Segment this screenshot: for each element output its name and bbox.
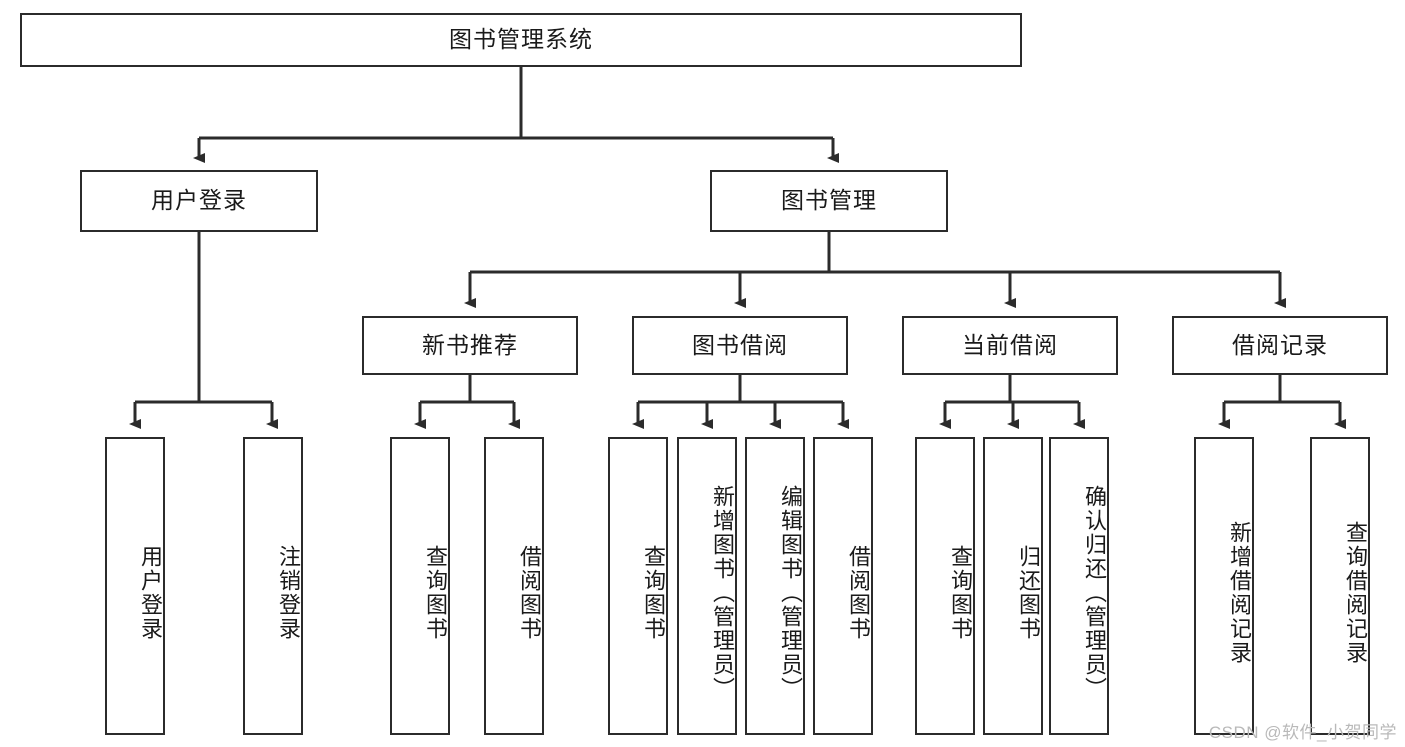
node-label: 借阅记录 <box>1232 331 1328 358</box>
node-label: 编辑图书（管理员） <box>778 485 803 701</box>
node-user-login[interactable]: 用户登录 <box>80 170 318 232</box>
node-book-borrow[interactable]: 图书借阅 <box>632 316 848 375</box>
node-label: 当前借阅 <box>962 331 1058 358</box>
leaf-edit-book[interactable]: 编辑图书（管理员） <box>745 437 805 735</box>
node-label: 借阅图书 <box>846 545 871 641</box>
node-label: 查询借阅记录 <box>1343 521 1368 665</box>
node-label: 借阅图书 <box>517 545 542 641</box>
leaf-add-record[interactable]: 新增借阅记录 <box>1194 437 1254 735</box>
node-label: 新书推荐 <box>422 331 518 358</box>
node-book-manage[interactable]: 图书管理 <box>710 170 948 232</box>
node-label: 查询图书 <box>423 545 448 641</box>
node-borrow-record[interactable]: 借阅记录 <box>1172 316 1388 375</box>
node-label: 确认归还（管理员） <box>1082 485 1107 701</box>
leaf-return-book[interactable]: 归还图书 <box>983 437 1043 735</box>
leaf-user-login[interactable]: 用户登录 <box>105 437 165 735</box>
node-current-borrow[interactable]: 当前借阅 <box>902 316 1118 375</box>
node-label: 查询图书 <box>641 545 666 641</box>
node-label: 图书管理 <box>781 187 877 214</box>
node-label: 归还图书 <box>1016 545 1041 641</box>
node-label: 新增借阅记录 <box>1227 521 1252 665</box>
node-label: 查询图书 <box>948 545 973 641</box>
leaf-user-logout[interactable]: 注销登录 <box>243 437 303 735</box>
node-label: 用户登录 <box>151 187 247 214</box>
node-label: 图书管理系统 <box>449 26 593 53</box>
csdn-watermark: CSDN @软件_小贺同学 <box>1208 723 1397 742</box>
node-label: 新增图书（管理员） <box>710 485 735 701</box>
leaf-query-record[interactable]: 查询借阅记录 <box>1310 437 1370 735</box>
node-label: 注销登录 <box>276 545 301 641</box>
node-new-book-rec[interactable]: 新书推荐 <box>362 316 578 375</box>
leaf-confirm-return[interactable]: 确认归还（管理员） <box>1049 437 1109 735</box>
leaf-borrow-book-rec[interactable]: 借阅图书 <box>484 437 544 735</box>
node-root[interactable]: 图书管理系统 <box>20 13 1022 67</box>
node-label: 用户登录 <box>138 545 163 641</box>
leaf-add-book[interactable]: 新增图书（管理员） <box>677 437 737 735</box>
leaf-query-book-current[interactable]: 查询图书 <box>915 437 975 735</box>
leaf-query-book-rec[interactable]: 查询图书 <box>390 437 450 735</box>
leaf-borrow-book[interactable]: 借阅图书 <box>813 437 873 735</box>
node-label: 图书借阅 <box>692 331 788 358</box>
leaf-query-book-borrow[interactable]: 查询图书 <box>608 437 668 735</box>
